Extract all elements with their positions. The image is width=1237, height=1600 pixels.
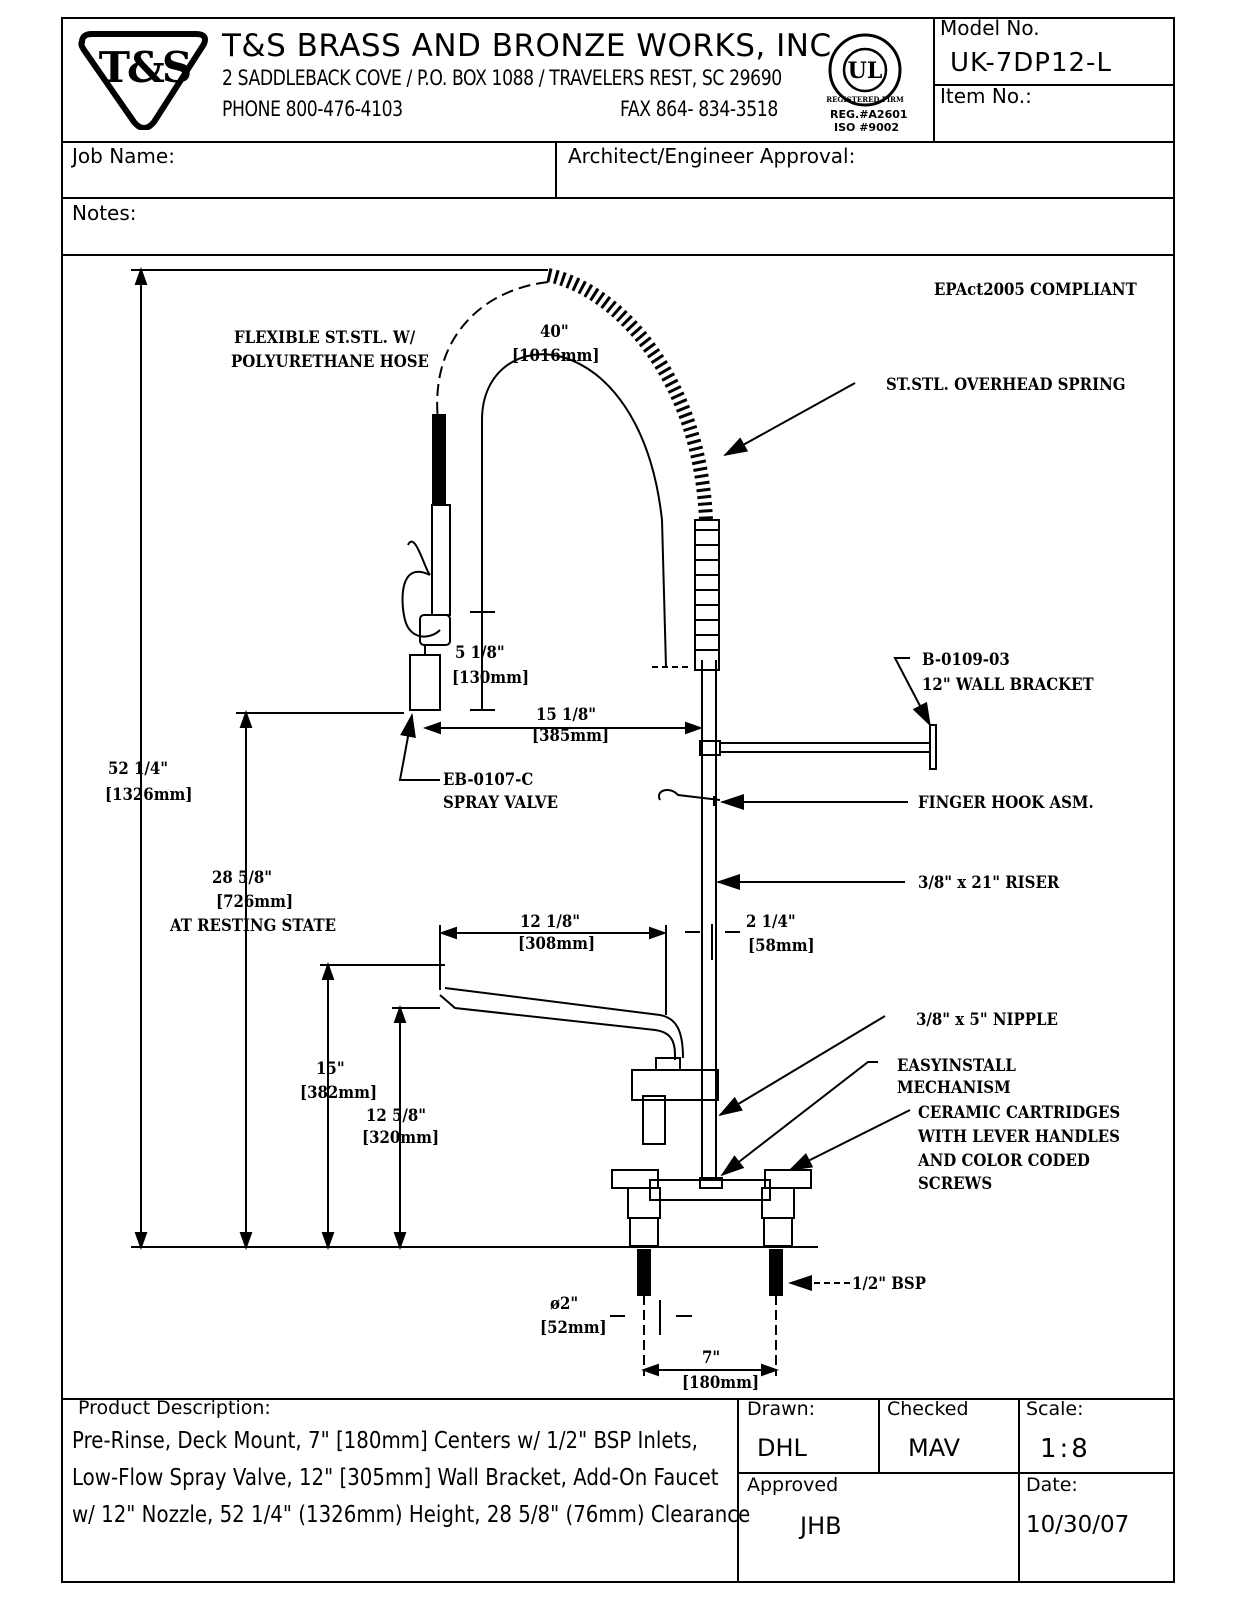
ceramic-callout-2: WITH LEVER HANDLES xyxy=(918,1127,1120,1147)
spout-tip-mm: [320mm] xyxy=(362,1128,440,1148)
spray-valve-callout-1: EB-0107-C xyxy=(443,770,534,790)
spec-sheet xyxy=(61,17,1175,1583)
hose xyxy=(436,281,549,421)
finger-hook-callout: FINGER HOOK ASM. xyxy=(918,793,1094,813)
job-name-label: Job Name: xyxy=(72,144,175,168)
description-line-2: Low-Flow Spray Valve, 12" [305mm] Wall B… xyxy=(72,1465,719,1491)
ul-registered-firm-icon: UL REGISTERED FIRM xyxy=(826,33,904,107)
valve-drop-in: 5 1/8" xyxy=(455,643,505,663)
footer-mid-line xyxy=(737,1472,1175,1474)
riser-offset-mm: [58mm] xyxy=(748,936,815,956)
ul-iso-number: ISO #9002 xyxy=(834,121,900,134)
footer-col-1 xyxy=(737,1398,739,1583)
bracket-callout-1: B-0109-03 xyxy=(922,650,1010,670)
nozzle-len-in: 12 1/8" xyxy=(520,912,581,932)
ceramic-callout-1: CERAMIC CARTRIDGES xyxy=(918,1103,1121,1123)
spring-callout: ST.STL. OVERHEAD SPRING xyxy=(886,375,1126,395)
hose-length-in: 40" xyxy=(540,322,569,342)
hose-length-mm: [1016mm] xyxy=(512,346,600,366)
hole-dia-in: ø2" xyxy=(550,1294,579,1314)
company-address: 2 SADDLEBACK COVE / P.O. BOX 1088 / TRAV… xyxy=(222,66,782,90)
ts-logo: T&S xyxy=(78,31,208,130)
hose-callout-2: POLYURETHANE HOSE xyxy=(231,352,429,372)
description-line-1: Pre-Rinse, Deck Mount, 7" [180mm] Center… xyxy=(72,1428,698,1454)
valve-drop-mm: [130mm] xyxy=(452,668,530,688)
ul-mark: UL xyxy=(848,58,883,84)
job-row-divider xyxy=(61,197,1175,199)
centers-mm: [180mm] xyxy=(682,1373,760,1393)
scale-value: 1:8 xyxy=(1040,1434,1091,1464)
height-in: 52 1/4" xyxy=(108,759,169,779)
checked-label: Checked xyxy=(887,1398,969,1420)
spray-valve-callout-2: SPRAY VALVE xyxy=(443,793,559,813)
easyinstall-callout-2: MECHANISM xyxy=(897,1078,1011,1098)
hole-dia-mm: [52mm] xyxy=(540,1318,607,1338)
centers-in: 7" xyxy=(702,1348,721,1368)
reach-mm: [385mm] xyxy=(532,726,610,746)
overhead-spring xyxy=(546,268,713,521)
easyinstall-callout-1: EASYINSTALL xyxy=(897,1056,1016,1076)
spout xyxy=(439,994,676,1060)
drawn-label: Drawn: xyxy=(747,1398,816,1420)
ceramic-callout-3: AND COLOR CODED xyxy=(918,1151,1090,1171)
scale-label: Scale: xyxy=(1026,1398,1084,1420)
notes-label: Notes: xyxy=(72,201,137,225)
reach-in: 15 1/8" xyxy=(536,705,597,725)
notes-row-divider xyxy=(61,254,1175,256)
company-phone: PHONE 800-476-4103 xyxy=(222,97,403,121)
model-value-underline xyxy=(933,84,1175,86)
model-label: Model No. xyxy=(940,16,1040,40)
bracket-callout-2: 12" WALL BRACKET xyxy=(922,675,1094,695)
model-box-divider xyxy=(933,17,935,143)
checked-value: MAV xyxy=(908,1434,961,1462)
nozzle-len-mm: [308mm] xyxy=(518,934,596,954)
footer-col-3 xyxy=(1018,1398,1020,1583)
job-col-divider xyxy=(555,141,557,199)
clearance-in: 28 5/8" xyxy=(212,868,273,888)
logo-text: T&S xyxy=(99,43,190,92)
footer-col-2 xyxy=(878,1398,880,1474)
company-name: T&S BRASS AND BRONZE WORKS, INC. xyxy=(222,28,842,64)
ul-reg-number: REG.#A2601 xyxy=(830,108,908,121)
ul-ring-text: REGISTERED FIRM xyxy=(826,95,904,104)
spout-tip-in: 12 5/8" xyxy=(366,1106,427,1126)
ceramic-callout-4: SCREWS xyxy=(918,1174,993,1194)
height-mm: [1326mm] xyxy=(105,785,193,805)
approved-label: Approved xyxy=(747,1474,839,1496)
date-label: Date: xyxy=(1026,1474,1078,1496)
faucet-drawing xyxy=(131,267,937,1377)
date-value: 10/30/07 xyxy=(1026,1512,1130,1538)
riser-offset-in: 2 1/4" xyxy=(746,912,796,932)
description-line-3: w/ 12" Nozzle, 52 1/4" (1326mm) Height, … xyxy=(72,1502,751,1528)
drawn-value: DHL xyxy=(757,1434,807,1462)
epact-compliance: EPAct2005 COMPLIANT xyxy=(934,280,1137,300)
spout-height-mm: [382mm] xyxy=(300,1083,378,1103)
item-label: Item No.: xyxy=(940,84,1032,108)
nipple-callout: 3/8" x 5" NIPPLE xyxy=(916,1010,1058,1030)
footer-top-line xyxy=(61,1398,1175,1400)
product-description-label: Product Description: xyxy=(78,1397,271,1419)
approved-value: JHB xyxy=(800,1512,842,1540)
architect-approval-label: Architect/Engineer Approval: xyxy=(568,144,856,168)
bsp-callout: 1/2" BSP xyxy=(852,1274,926,1294)
riser-callout: 3/8" x 21" RISER xyxy=(918,873,1060,893)
header-divider xyxy=(61,141,1175,143)
company-fax: FAX 864- 834-3518 xyxy=(620,97,778,121)
spout-height-in: 15" xyxy=(316,1059,345,1079)
clearance-mm: [726mm] xyxy=(216,892,294,912)
resting-state-label: AT RESTING STATE xyxy=(170,916,337,936)
model-value: UK-7DP12-L xyxy=(950,48,1112,78)
hose-callout-1: FLEXIBLE ST.STL. W/ xyxy=(234,328,416,348)
